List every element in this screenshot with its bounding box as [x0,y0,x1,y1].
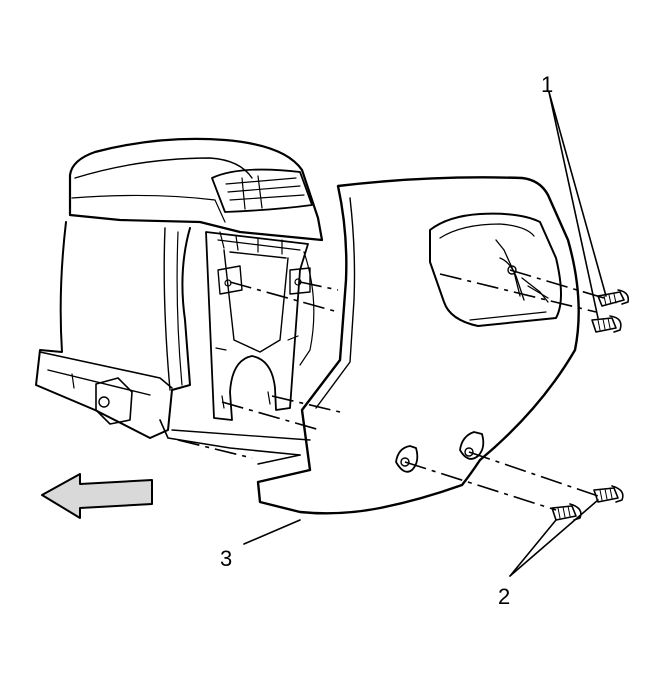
alignment-lines [177,269,605,511]
leader-lines [243,91,607,577]
forward-direction-arrow-icon [41,473,153,519]
rear-air-vent [211,168,313,213]
console-assembly [35,137,324,456]
screw-lower-2 [551,503,582,521]
lower-screw-hole-left [395,445,419,473]
callout-1: 1 [541,72,553,97]
screw-upper-2 [591,315,622,333]
callout-3: 3 [220,546,232,571]
callout-2: 2 [498,584,510,609]
console-bracket [205,231,315,421]
base-clip [71,373,133,425]
screw-upper-1 [597,289,630,307]
trim-panel-opening [429,212,562,327]
console-rear-trim-panel [256,176,580,515]
lower-screw-hole-right [459,431,485,460]
screw-lower-1 [593,485,624,503]
